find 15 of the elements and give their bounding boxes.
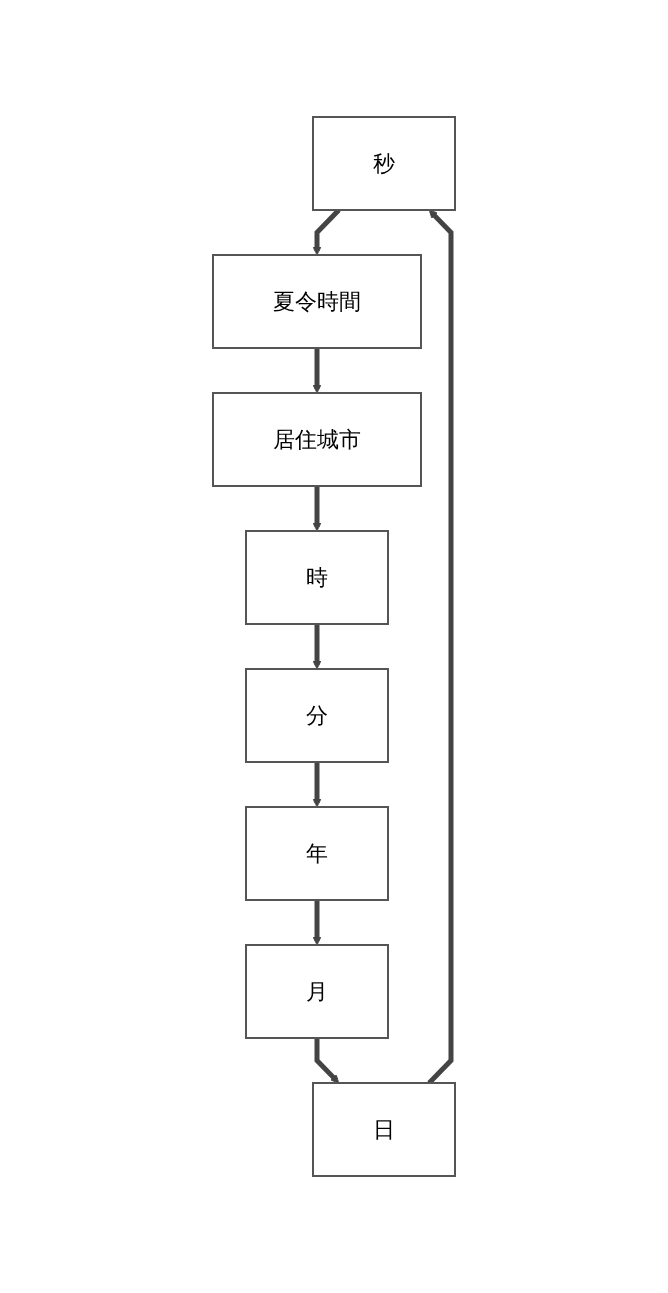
- node-box: 分: [245, 668, 389, 763]
- node-box: 時: [245, 530, 389, 625]
- node-box: 日: [312, 1082, 456, 1177]
- node-box: 秒: [312, 116, 456, 211]
- node-box: 年: [245, 806, 389, 901]
- node-box: 月: [245, 944, 389, 1039]
- arrow: [427, 209, 454, 1085]
- arrow: [312, 762, 322, 808]
- arrow: [312, 900, 322, 946]
- arrow: [312, 624, 322, 670]
- arrow: [314, 1038, 340, 1084]
- node-box: 居住城市: [212, 392, 422, 487]
- arrow: [312, 348, 322, 394]
- node-box: 夏令時間: [212, 254, 422, 349]
- arrow: [312, 486, 322, 532]
